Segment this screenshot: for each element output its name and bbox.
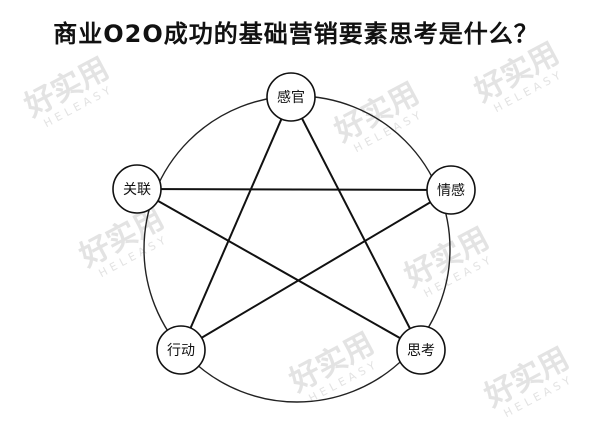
edge-action-sensory xyxy=(180,96,292,351)
node-circle xyxy=(156,325,206,375)
edge-thinking-relation xyxy=(136,188,422,351)
edge-sensory-thinking xyxy=(290,96,422,351)
node-emotion: 情感 xyxy=(426,165,476,215)
edge-emotion-action xyxy=(180,189,452,351)
node-label: 行动 xyxy=(167,343,195,359)
node-action: 行动 xyxy=(156,325,206,375)
node-circle xyxy=(426,165,476,215)
edge-relation-emotion xyxy=(136,188,452,191)
node-label: 情感 xyxy=(437,182,465,199)
star-edges xyxy=(136,96,452,351)
node-label: 关联 xyxy=(123,182,151,198)
node-circle xyxy=(112,164,162,214)
node-sensory: 感官 xyxy=(266,72,316,122)
page-title: 商业O2O成功的基础营销要素思考是什么？ xyxy=(53,20,539,48)
node-label: 思考 xyxy=(407,343,435,359)
node-circle xyxy=(266,72,316,122)
node-label: 感官 xyxy=(277,89,305,106)
node-thinking: 思考 xyxy=(396,325,446,375)
node-relation: 关联 xyxy=(112,164,162,214)
node-circle xyxy=(396,325,446,375)
